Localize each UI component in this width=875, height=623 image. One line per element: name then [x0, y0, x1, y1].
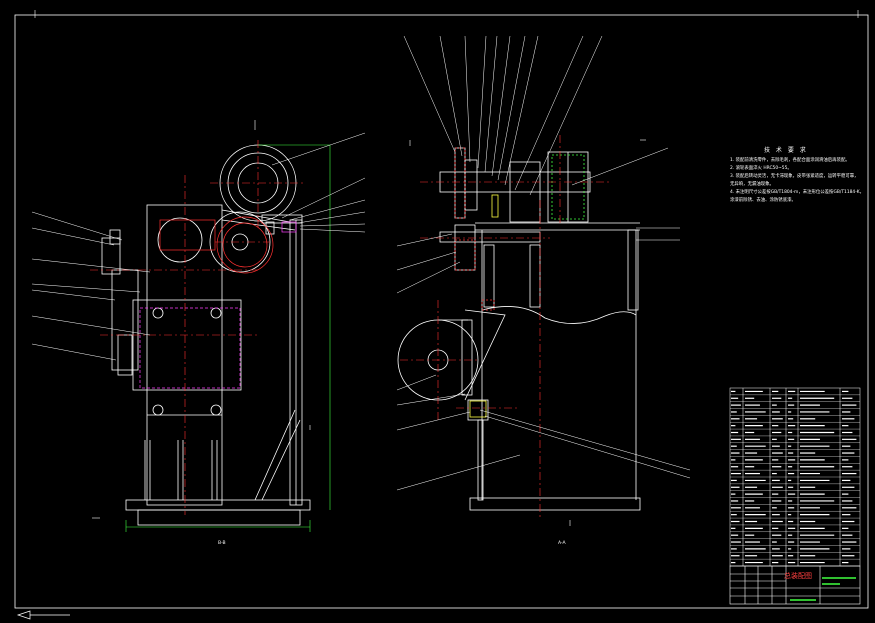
notes-title: 技 术 要 求 — [764, 147, 808, 154]
view-label-a-a: A-A — [558, 541, 566, 546]
left-view-centerlines — [90, 140, 305, 515]
notes-line-5: 4. 未注明尺寸公差按GB/T1804-m，未注形位公差按GB/T1184-K， — [730, 190, 865, 195]
notes-line-1: 1. 装配前清洗零件，去除毛刺，各配合面涂润滑油后再装配。 — [730, 158, 850, 163]
left-view-leaders — [31, 132, 366, 361]
right-view-leaders — [396, 35, 691, 491]
right-view — [397, 147, 641, 511]
base-foot — [137, 509, 301, 526]
drawing-title: 总装配图 — [784, 572, 812, 580]
title-block-text-marks — [790, 577, 856, 601]
view-label-b-b: B-B — [218, 541, 226, 546]
left-view — [101, 144, 311, 526]
parts-list-cell-marks — [731, 390, 857, 564]
notes-line-2: 2. 滚轮表面淬火 HRC50~55。 — [730, 166, 792, 171]
section-markers — [92, 120, 646, 526]
left-view-dimensions — [125, 144, 331, 532]
right-view-hatched-parts — [454, 147, 585, 418]
right-view-centerlines — [400, 135, 610, 520]
title-block — [729, 565, 861, 605]
notes-line-6: 涂漆前除锈、去油、涂防锈底漆。 — [730, 198, 796, 203]
frame-corner-marks — [34, 10, 859, 18]
notes-line-3: 3. 装配后转动灵活，无卡滞现象，皮带张紧适度，运转平稳可靠， — [730, 174, 859, 179]
parts-list-rows — [730, 394, 860, 560]
notes-line-4: 无异响，无漏油现象。 — [730, 182, 774, 187]
origin-arrow-icon — [16, 610, 70, 620]
left-view-hidden-lines — [139, 216, 297, 389]
drawing-frame — [14, 14, 869, 609]
